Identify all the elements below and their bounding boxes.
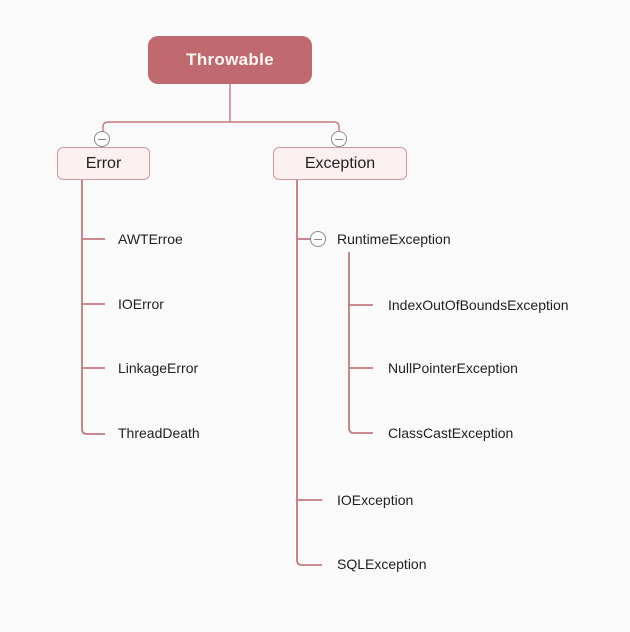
collapse-icon-error[interactable] <box>94 131 110 147</box>
node-awterroe[interactable]: AWTErroe <box>118 231 183 247</box>
node-nullpointerexception[interactable]: NullPointerException <box>388 360 518 376</box>
node-sqlexception[interactable]: SQLException <box>337 556 427 572</box>
node-exception[interactable]: Exception <box>273 147 407 180</box>
node-linkageerror[interactable]: LinkageError <box>118 360 199 376</box>
collapse-icon-exception[interactable] <box>331 131 347 147</box>
node-ioexception[interactable]: IOException <box>337 492 414 508</box>
node-classcastexception[interactable]: ClassCastException <box>388 425 514 441</box>
connector-runtime-children <box>348 252 373 434</box>
node-runtimeexception[interactable]: RuntimeException <box>337 231 451 247</box>
collapse-icon-runtimeexception[interactable] <box>310 231 326 247</box>
connector-exception-children <box>296 180 322 566</box>
node-error[interactable]: Error <box>57 147 150 180</box>
node-threaddeath[interactable]: ThreadDeath <box>118 425 200 441</box>
connector-root-branch <box>102 84 340 131</box>
node-ioerror[interactable]: IOError <box>118 296 164 312</box>
node-indexoutofboundsexception[interactable]: IndexOutOfBoundsException <box>388 297 569 313</box>
connector-error-children <box>81 180 105 435</box>
node-throwable[interactable]: Throwable <box>148 36 312 84</box>
